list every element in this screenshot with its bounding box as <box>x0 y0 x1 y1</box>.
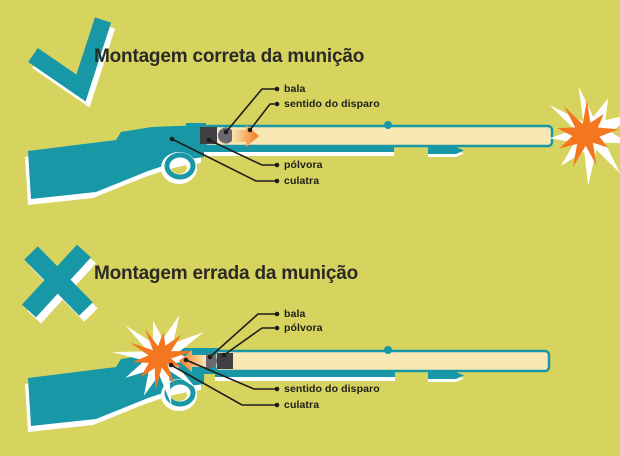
label-powder: pólvora <box>284 159 323 171</box>
section-correct-title: Montagem correta da munição <box>94 46 365 67</box>
section-wrong-title: Montagem errada da munição <box>94 263 359 284</box>
forend <box>215 370 395 377</box>
label-bullet: bala <box>284 83 306 95</box>
check-icon <box>28 17 116 108</box>
label-direction: sentido do disparo <box>284 383 380 395</box>
ramrod-tip <box>428 372 464 379</box>
barrel <box>213 349 551 373</box>
powder-charge <box>200 127 217 144</box>
powder-charge <box>217 353 233 369</box>
label-direction: sentido do disparo <box>284 98 380 110</box>
forend-shadow <box>204 149 394 156</box>
muzzle-blast-icon <box>557 100 619 167</box>
barrel-sight <box>384 121 392 129</box>
direction-arrow-icon <box>232 125 259 147</box>
callout-lines <box>169 86 280 184</box>
barrel-sight <box>384 346 392 354</box>
rifle-stock <box>28 125 204 199</box>
ramrod-tip <box>428 147 464 154</box>
breech-explosion-icon <box>130 328 193 390</box>
label-breech: culatra <box>284 399 320 411</box>
forend <box>204 145 394 152</box>
label-powder: pólvora <box>284 322 323 334</box>
forend-shadow <box>215 374 395 381</box>
trigger-guard <box>164 152 196 180</box>
rifle-wrong <box>25 311 551 432</box>
label-bullet: bala <box>284 308 306 320</box>
rifle-correct <box>25 86 620 205</box>
bullet <box>218 127 234 144</box>
callout-lines <box>168 311 280 408</box>
x-icon <box>21 244 98 324</box>
label-breech: culatra <box>284 175 320 187</box>
